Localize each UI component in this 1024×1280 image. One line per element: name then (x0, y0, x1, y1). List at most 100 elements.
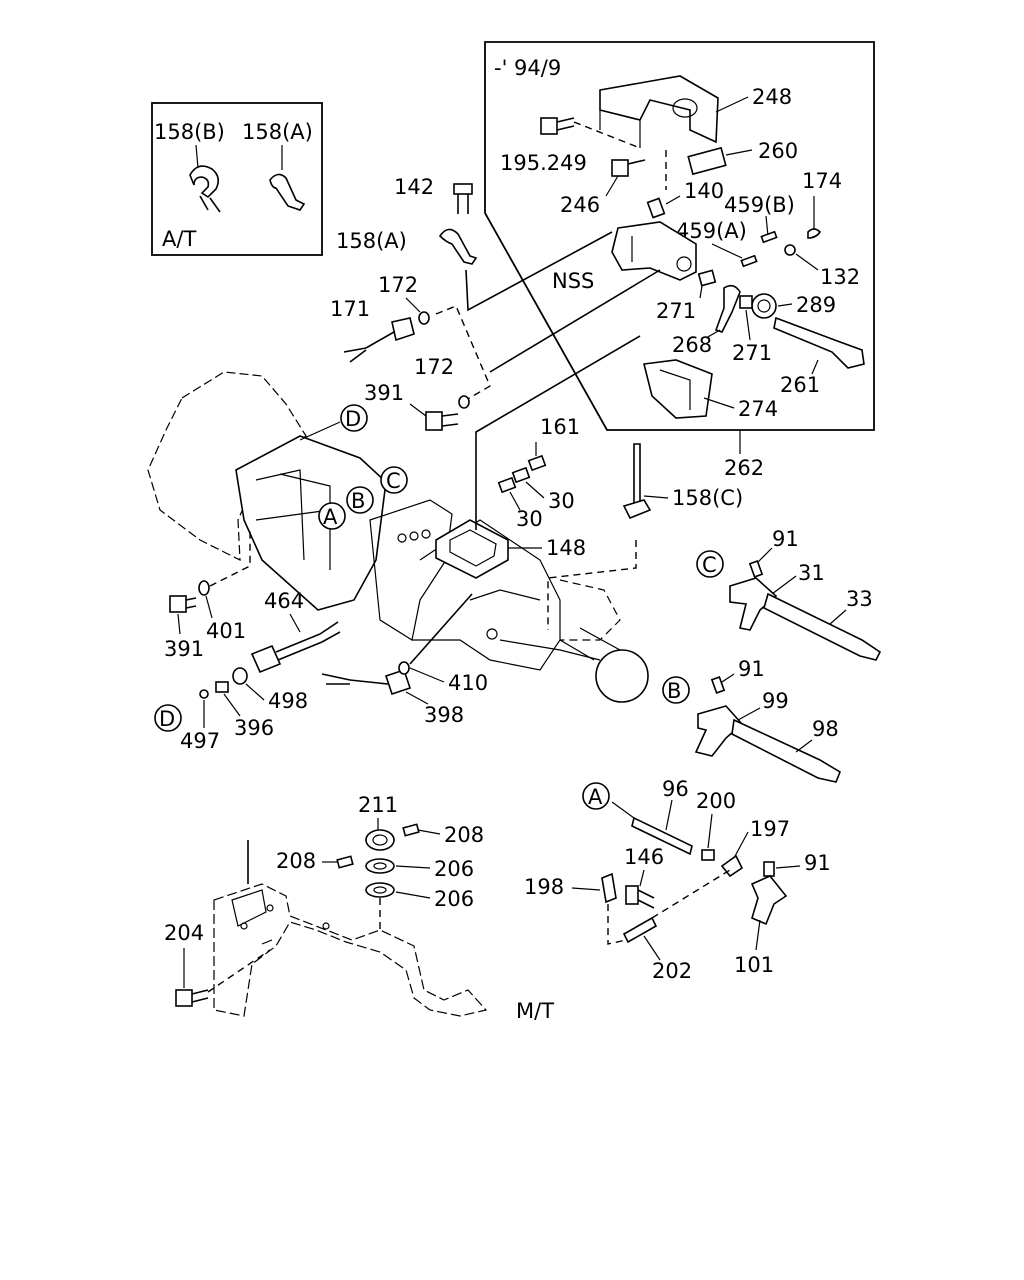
label-195-249: 195.249 (500, 151, 587, 175)
circle-marker-b-main: B (346, 486, 374, 514)
label-158a: 158(A) (336, 229, 407, 253)
bolt-142-icon (453, 183, 473, 214)
washer-498-icon (232, 667, 248, 685)
svg-text:D: D (159, 707, 175, 731)
label-459b: 459(B) (724, 193, 795, 217)
sensor-464-icon (250, 621, 341, 674)
plug-391a-icon (425, 411, 459, 431)
washer-206b-icon (365, 882, 395, 898)
label-260: 260 (758, 139, 798, 163)
label-261: 261 (780, 373, 820, 397)
label-174: 174 (802, 169, 842, 193)
label-30b: 30 (516, 507, 543, 531)
bolt-146-icon (625, 885, 655, 909)
label-204: 204 (164, 921, 204, 945)
gasket-148-icon (435, 519, 509, 579)
mt-title: M/T (516, 999, 554, 1023)
spring-200-icon (701, 849, 715, 861)
spring-202-icon (622, 916, 658, 944)
spring-174-icon (807, 228, 822, 239)
label-410: 410 (448, 671, 488, 695)
label-208b: 208 (276, 849, 316, 873)
label-206b: 206 (434, 887, 474, 911)
pin-91a-icon (748, 560, 764, 578)
label-208a: 208 (444, 823, 484, 847)
plug-391b-icon (169, 595, 197, 613)
pin-91b-icon (710, 676, 726, 694)
rod-96-icon (631, 816, 693, 856)
label-262: 262 (724, 456, 764, 480)
label-142: 142 (394, 175, 434, 199)
circle-marker-a-rod: A (582, 782, 610, 810)
switch-398-icon (321, 668, 412, 696)
label-98: 98 (812, 717, 839, 741)
bracket-198-icon (601, 872, 617, 904)
svg-text:B: B (667, 679, 681, 703)
cover-274-icon (643, 359, 713, 419)
bearing-211-icon (365, 829, 395, 851)
inset-at-frame (151, 102, 323, 256)
bolt-204-icon (175, 989, 209, 1007)
sleeve-260-icon (687, 146, 727, 176)
label-271a: 271 (656, 299, 696, 323)
clip-158a-icon (438, 228, 478, 265)
pin-208b-icon (336, 855, 354, 869)
pin-459a-icon (740, 254, 758, 268)
label-248: 248 (752, 85, 792, 109)
washer-410-icon (398, 661, 410, 675)
shaft-261-icon (773, 316, 865, 369)
inset-at: 158(B) 158(A) A/T (151, 102, 323, 256)
washer-172b-icon (458, 395, 470, 409)
svg-text:A: A (588, 785, 603, 809)
label-101: 101 (734, 953, 774, 977)
svg-text:C: C (386, 469, 401, 493)
switch-140-icon (646, 197, 666, 219)
block-197-icon (720, 854, 744, 878)
pin-396-icon (215, 681, 229, 693)
label-146: 146 (624, 845, 664, 869)
label-158b: 158(B) (154, 120, 225, 144)
label-172b: 172 (414, 355, 454, 379)
label-158c: 158(C) (672, 486, 743, 510)
circle-marker-a-main: A (318, 502, 346, 530)
washer-172a-icon (418, 311, 430, 325)
pin-30b-icon (497, 476, 517, 494)
svg-text:A: A (323, 505, 338, 529)
label-198: 198 (524, 875, 564, 899)
label-91a: 91 (772, 527, 799, 551)
label-206a: 206 (434, 857, 474, 881)
svg-text:C: C (702, 553, 717, 577)
label-96: 96 (662, 777, 689, 801)
label-464: 464 (264, 589, 304, 613)
bracket-248-icon (599, 75, 719, 148)
label-202: 202 (652, 959, 692, 983)
clip-158a-inset-icon (269, 173, 306, 211)
label-99: 99 (762, 689, 789, 713)
bush-271a-icon (697, 269, 717, 287)
label-497: 497 (180, 729, 220, 753)
inset-early-title: -' 94/9 (494, 56, 561, 80)
strap-158c-icon (622, 443, 652, 520)
washer-401-icon (198, 580, 210, 596)
svg-text:B: B (351, 489, 365, 513)
pin-30a-icon (511, 466, 531, 484)
label-246: 246 (560, 193, 600, 217)
label-401: 401 (206, 619, 246, 643)
label-33: 33 (846, 587, 873, 611)
svg-text:D: D (345, 407, 361, 431)
label-391a: 391 (364, 381, 404, 405)
label-31: 31 (798, 561, 825, 585)
label-161: 161 (540, 415, 580, 439)
inset-early: -' 94/9 248 195.249 260 246 (484, 41, 875, 431)
fork-33-icon (729, 577, 882, 661)
seal-289-icon (751, 293, 777, 319)
fork-98-icon (694, 705, 841, 783)
label-30a: 30 (548, 489, 575, 513)
label-211: 211 (358, 793, 398, 817)
transmission-case-icon (147, 371, 649, 703)
label-396: 396 (234, 716, 274, 740)
label-148: 148 (546, 536, 586, 560)
label-498: 498 (268, 689, 308, 713)
bush-271b-icon (739, 295, 753, 309)
